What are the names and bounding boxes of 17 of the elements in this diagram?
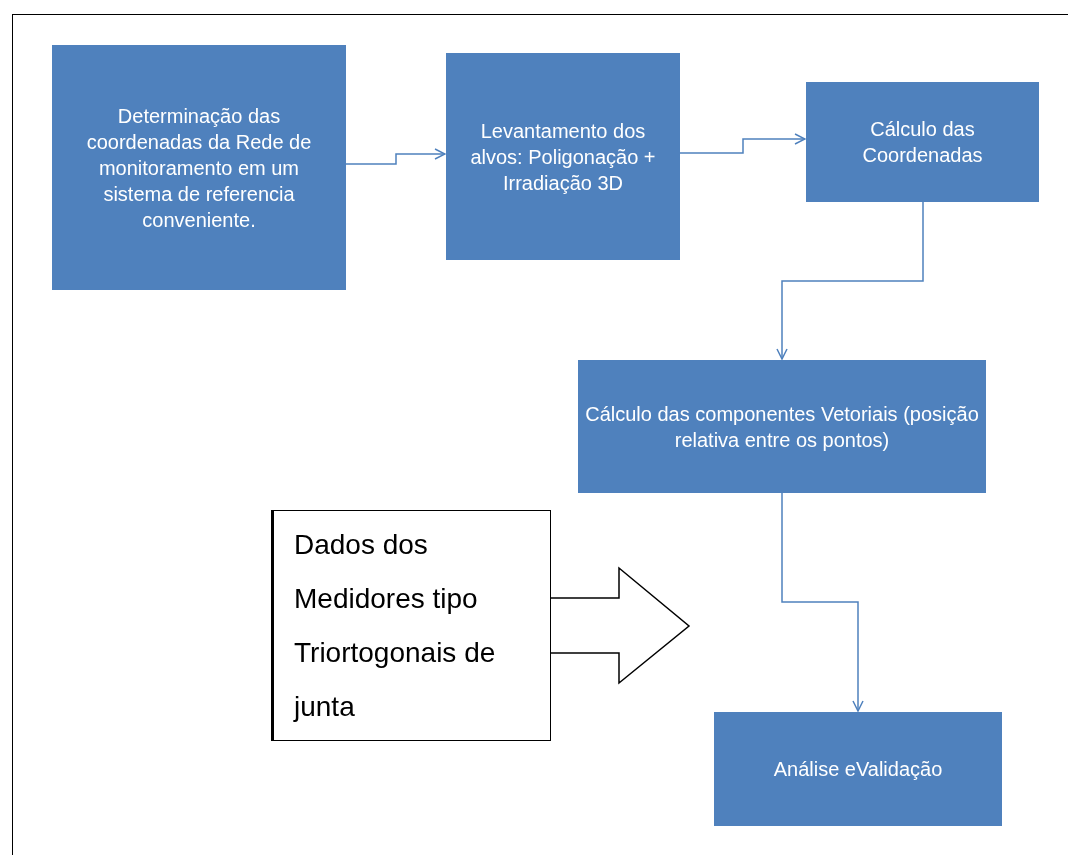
process-box	[52, 45, 346, 290]
node-text: Dados dos Medidores tipo Triortogonais de junta	[294, 527, 497, 724]
arrow	[345, 148, 446, 165]
process-box	[578, 360, 986, 493]
arrow	[679, 133, 806, 154]
process-box	[446, 53, 680, 260]
node-text: Cálculo das componentes Vetoriais (posição relativa entre os pontos)	[584, 401, 980, 453]
node-text: Levantamento dos alvos: Poligonação + Irradiação 3D	[469, 118, 657, 196]
arrow	[776, 201, 924, 360]
node-text: Determinação das coordenadas da Rede de monitoramento em um sistema de referencia conveniente.	[85, 103, 313, 233]
input-box	[271, 510, 551, 741]
node-text: Análise eValidação	[773, 757, 943, 782]
node-text: Cálculo das Coordenadas	[861, 117, 984, 168]
arrow	[781, 492, 864, 712]
block-arrow	[550, 566, 691, 685]
process-box	[806, 82, 1039, 202]
process-box	[714, 712, 1002, 826]
